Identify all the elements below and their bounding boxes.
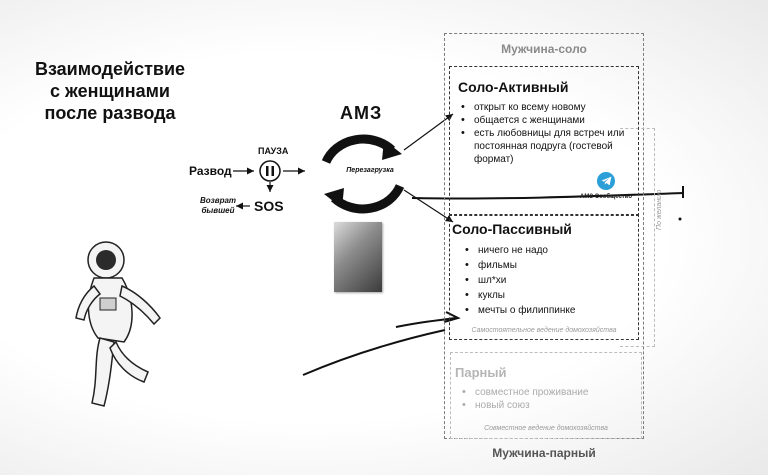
- solo-active-box: Соло-Активный открыт ко всему новому общ…: [449, 66, 639, 216]
- handdrawn-dot: [678, 217, 682, 221]
- astronaut-image: [75, 241, 161, 407]
- list-item: шл*хи: [464, 273, 624, 288]
- solo-passive-footer: Самостоятельное ведение домохозяйства: [471, 327, 617, 334]
- list-item: куклы: [464, 288, 624, 303]
- sos-label: SOS: [254, 198, 284, 214]
- pair-bottom-title: Мужчина-парный: [492, 446, 596, 460]
- list-item: новый союз: [461, 399, 631, 412]
- return-line-1: Возврат: [199, 196, 237, 205]
- telegram-community[interactable]: АМЗ Сообщество: [576, 172, 636, 200]
- solo-active-list: открыт ко всему новому общается с женщин…: [460, 101, 628, 166]
- list-item: фильмы: [464, 258, 624, 273]
- pair-footer: Совместное ведение домохозяйства: [484, 425, 608, 432]
- book-cover-image: [334, 222, 382, 292]
- list-item: совместное проживание: [461, 386, 631, 399]
- list-item: ничего не надо: [464, 243, 624, 258]
- handdrawn-line-right: [411, 192, 684, 200]
- divorce-label: Развод: [189, 164, 232, 178]
- solo-passive-title: Соло-Пассивный: [452, 221, 572, 237]
- title-line-1: Взаимодействие: [34, 59, 186, 79]
- handdrawn-arrow-line: [302, 329, 446, 376]
- telegram-caption: АМЗ Сообщество: [580, 194, 632, 200]
- diagram-title: Взаимодействие с женщинами после развода: [30, 58, 190, 124]
- list-item: общается с женщинами: [460, 114, 628, 127]
- return-ex-label: Возврат бывшей: [188, 196, 248, 216]
- optional-bracket: [620, 128, 655, 347]
- title-line-2: с женщинами: [50, 81, 170, 101]
- list-item: мечты о филиппинке: [464, 303, 624, 318]
- handdrawn-arrow-head: [443, 311, 461, 323]
- solo-passive-box: Соло-Пассивный ничего не надо фильмы шл*…: [449, 214, 639, 340]
- reload-label: Перезагрузка: [346, 167, 394, 174]
- amz-title: АМЗ: [340, 103, 383, 123]
- list-item: есть любовницы для встреч или постоянная…: [460, 127, 628, 166]
- optional-side-note: По желанию: [656, 189, 663, 230]
- list-item: открыт ко всему новому: [460, 101, 628, 114]
- solo-passive-list: ничего не надо фильмы шл*хи куклы мечты …: [464, 243, 624, 318]
- title-line-3: после развода: [44, 103, 176, 123]
- reload-cycle-icon: [321, 134, 405, 214]
- solo-active-title: Соло-Активный: [458, 79, 569, 95]
- handdrawn-arrow-stroke: [395, 317, 457, 328]
- solo-title: Мужчина-соло: [501, 42, 587, 56]
- telegram-icon: [597, 172, 615, 190]
- pair-box: Парный совместное проживание новый союз …: [450, 352, 642, 439]
- pair-list: совместное проживание новый союз: [461, 386, 631, 412]
- return-line-2: бывшей: [201, 206, 235, 215]
- pause-label: ПАУЗА: [258, 146, 289, 156]
- pair-title: Парный: [455, 365, 507, 380]
- pause-icon: [259, 160, 281, 182]
